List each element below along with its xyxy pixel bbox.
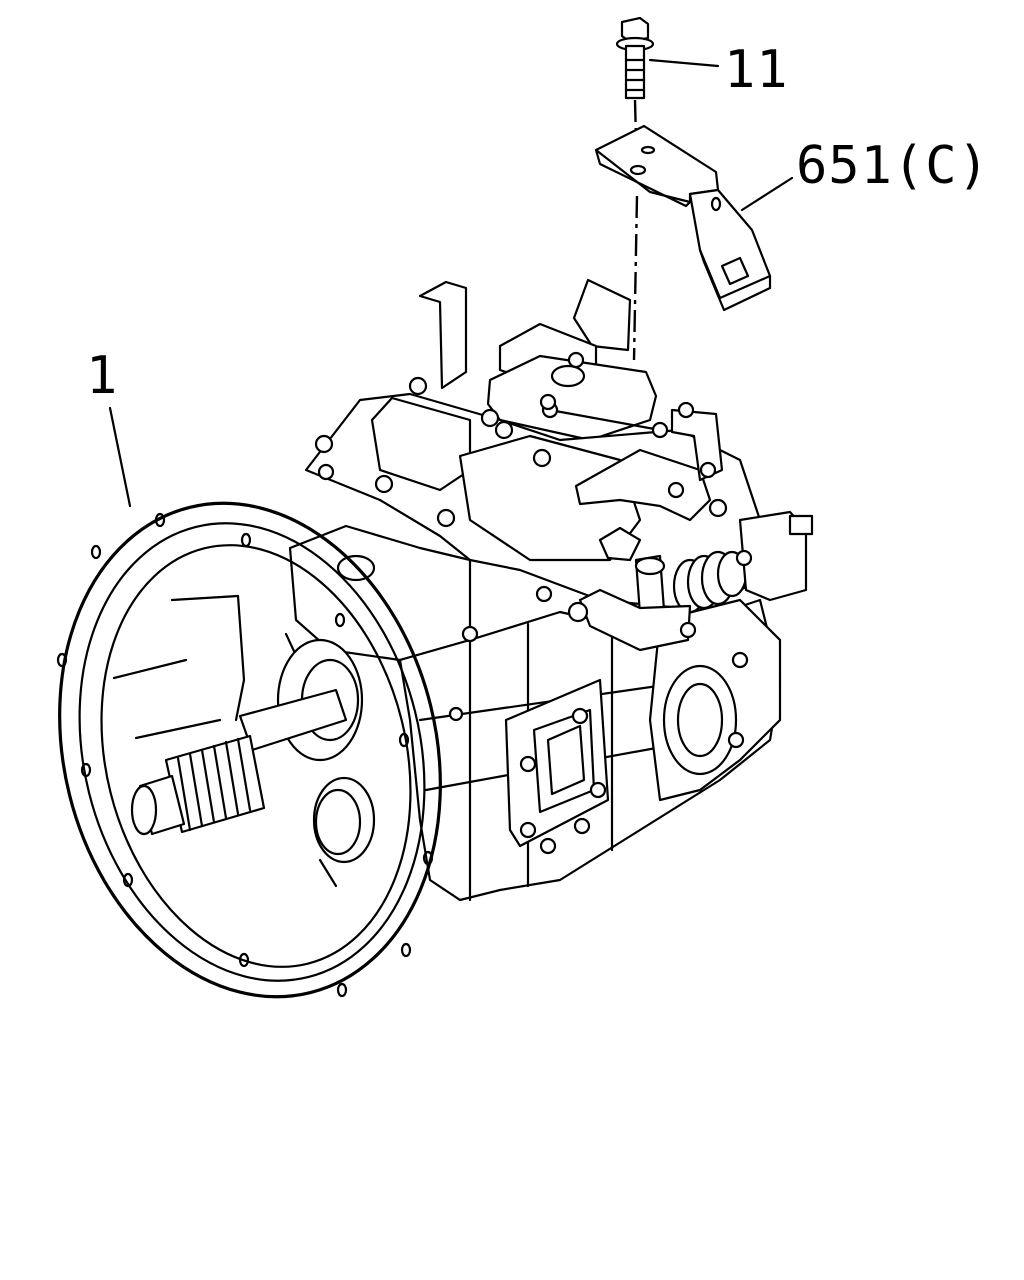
shift-lever-arm <box>574 448 712 522</box>
top-center-bracket <box>572 278 632 352</box>
callout-label-11: 11 <box>724 40 789 100</box>
shift-actuator <box>672 510 814 614</box>
callout-label-651c: 651(C) <box>796 136 990 196</box>
callout-label-1: 1 <box>86 346 119 406</box>
leader-line-11 <box>648 58 720 68</box>
top-rear-bracket <box>418 280 468 390</box>
bell-housing-flange <box>56 501 442 999</box>
input-shaft <box>130 688 348 836</box>
assembly-axis-line-lower <box>632 195 639 361</box>
bracket-part-651c[interactable] <box>594 124 772 312</box>
bolt-part-11[interactable] <box>615 16 655 100</box>
leader-line-651c <box>740 176 794 212</box>
leader-line-1 <box>108 406 132 508</box>
transmission-assembly-part-1[interactable] <box>9 278 814 1038</box>
housing-bolts <box>314 351 753 855</box>
